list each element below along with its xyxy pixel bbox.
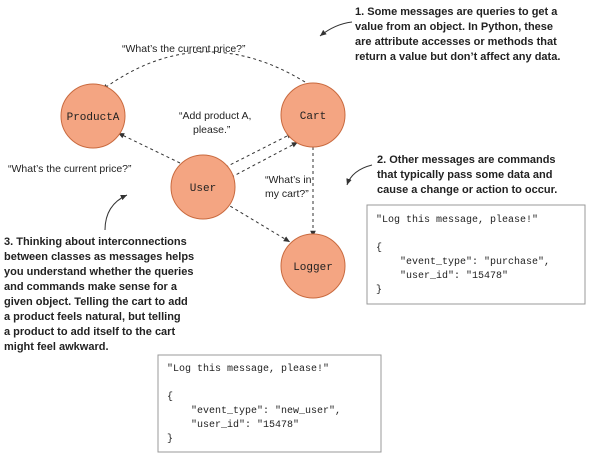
arrow-user-to-producta bbox=[117, 132, 181, 164]
node-user: User bbox=[170, 154, 236, 220]
node-cart-label: Cart bbox=[300, 111, 326, 123]
svg-text:{: { bbox=[167, 391, 173, 403]
svg-text:1. Some messages are queries t: 1. Some messages are queries to get a bbox=[355, 6, 558, 18]
note1-pointer bbox=[319, 21, 353, 37]
svg-text:}: } bbox=[376, 284, 382, 296]
code-box-purchase: "Log this message, please!" { "event_typ… bbox=[366, 204, 586, 305]
svg-text:might feel awkward.: might feel awkward. bbox=[4, 341, 109, 353]
arrow-user-to-cart-upper bbox=[219, 132, 294, 171]
svg-text:{: { bbox=[376, 242, 382, 254]
code-box-new-user: "Log this message, please!" { "event_typ… bbox=[157, 354, 382, 453]
msg-add-product-line2: please.” bbox=[193, 124, 231, 136]
msg-user-to-producta: “What’s the current price?” bbox=[8, 163, 132, 175]
svg-text:"user_id": "15478": "user_id": "15478" bbox=[167, 419, 299, 431]
node-logger: Logger bbox=[280, 233, 346, 299]
svg-text:"event_type": "purchase",: "event_type": "purchase", bbox=[376, 256, 550, 268]
arrow-user-to-logger bbox=[219, 199, 291, 243]
svg-text:"Log this message, please!": "Log this message, please!" bbox=[167, 363, 329, 375]
svg-text:"event_type": "new_user",: "event_type": "new_user", bbox=[167, 405, 341, 417]
message-arrows bbox=[101, 51, 316, 243]
svg-text:return a value but don’t affec: return a value but don’t affect any data… bbox=[355, 51, 560, 63]
note-3-interconnections: 3. Thinking about interconnections betwe… bbox=[4, 236, 194, 353]
msg-add-product-line1: “Add product A, bbox=[179, 110, 251, 122]
note2-pointer bbox=[346, 164, 373, 186]
svg-text:cause a change or action to oc: cause a change or action to occur. bbox=[377, 184, 557, 196]
svg-text:value from an object. In Pytho: value from an object. In Python, these bbox=[355, 21, 553, 33]
svg-text:a product to add itself to the: a product to add itself to the cart bbox=[4, 326, 175, 338]
arrow-user-to-cart-lower bbox=[225, 141, 299, 181]
msg-whats-in-line1: “What’s in bbox=[265, 174, 312, 186]
note-1-queries: 1. Some messages are queries to get a va… bbox=[355, 6, 560, 63]
svg-text:"Log this message, please!": "Log this message, please!" bbox=[376, 214, 538, 226]
svg-text:}: } bbox=[167, 433, 173, 445]
svg-text:and commands make sense for a: and commands make sense for a bbox=[4, 281, 178, 293]
svg-text:are attribute accesses or meth: are attribute accesses or methods that bbox=[355, 36, 557, 48]
node-producta-label: ProductA bbox=[67, 112, 120, 124]
note3-pointer bbox=[104, 194, 128, 231]
svg-text:"user_id": "15478": "user_id": "15478" bbox=[376, 270, 508, 282]
svg-text:that typically pass some data: that typically pass some data and bbox=[377, 169, 552, 181]
msg-cart-to-producta: “What’s the current price?” bbox=[122, 43, 246, 55]
node-logger-label: Logger bbox=[293, 262, 333, 274]
svg-text:a product feels natural, but t: a product feels natural, but telling bbox=[4, 311, 181, 323]
note-2-commands: 2. Other messages are commands that typi… bbox=[377, 154, 557, 196]
note-pointers bbox=[104, 21, 373, 231]
svg-text:between classes as messages he: between classes as messages helps bbox=[4, 251, 194, 263]
svg-text:you understand whether the que: you understand whether the queries bbox=[4, 266, 193, 278]
arrow-cart-to-producta bbox=[101, 51, 306, 91]
node-producta: ProductA bbox=[60, 83, 126, 149]
node-user-label: User bbox=[190, 183, 216, 195]
svg-text:3. Thinking about interconnect: 3. Thinking about interconnections bbox=[4, 236, 187, 248]
node-cart: Cart bbox=[280, 82, 346, 148]
msg-whats-in-line2: my cart?” bbox=[265, 188, 309, 200]
svg-text:given object. Telling the cart: given object. Telling the cart to add bbox=[4, 296, 188, 308]
svg-text:2. Other messages are commands: 2. Other messages are commands bbox=[377, 154, 556, 166]
